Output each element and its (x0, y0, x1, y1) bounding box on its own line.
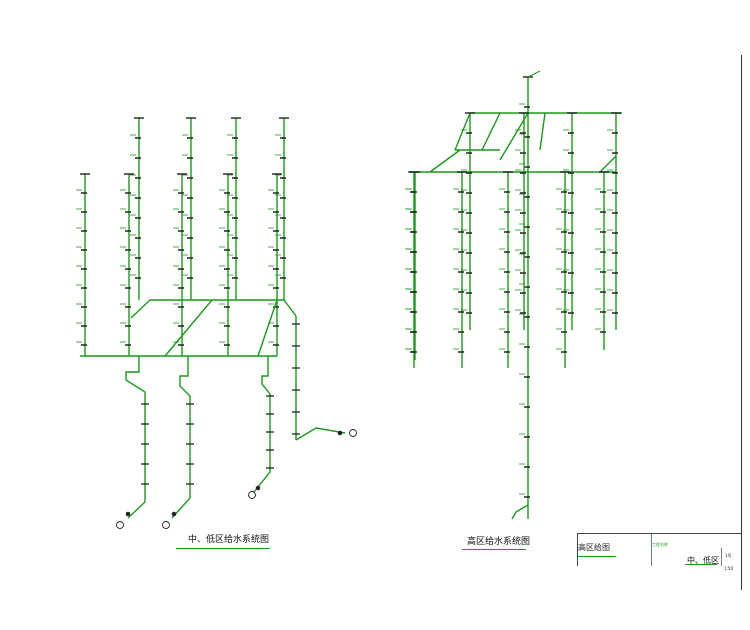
title-block-divider (651, 534, 652, 566)
supply-feeder (253, 356, 271, 493)
water-meter-icon (162, 521, 170, 529)
right-diagram-title: 高区给水系统图 (467, 537, 531, 547)
roof-manifold (481, 112, 501, 151)
main-diagonal (257, 299, 278, 357)
sheet-border (741, 55, 742, 590)
main-diagonal (130, 299, 151, 319)
mid-manifold (429, 149, 461, 173)
title-block: 高区给图 工程名称 中、低区 1号 1:50 (577, 533, 742, 571)
title-block-divider (721, 548, 722, 566)
water-meter-icon (116, 521, 124, 529)
sheet-title: 中、低区 (687, 556, 719, 565)
roof-manifold (454, 112, 471, 151)
top-vent (527, 70, 541, 78)
drawing-name-underline (578, 556, 616, 557)
main-diagonal (164, 299, 213, 357)
water-meter-icon (349, 429, 357, 437)
left-title-underline (176, 548, 270, 549)
riser-foot (511, 504, 529, 520)
valve-icon (337, 430, 343, 436)
sheet-scale: 1:50 (724, 566, 733, 571)
sheet-title-underline (685, 564, 717, 565)
drawing-name: 高区给图 (578, 543, 610, 552)
sheet-number: 1号 (725, 553, 732, 558)
supply-feeder (171, 356, 191, 519)
left-diagram-title: 中、低区给水系统图 (188, 535, 270, 545)
valve-icon (255, 485, 261, 491)
mid-manifold (599, 155, 617, 173)
right-title-underline (462, 549, 526, 550)
project-name-label: 工程名称 (652, 542, 668, 547)
supply-feeder (125, 356, 146, 519)
water-meter-icon (248, 491, 256, 499)
valve-icon (125, 511, 131, 517)
roof-manifold (539, 112, 546, 151)
supply-feeder (295, 427, 346, 441)
main-connector (283, 299, 297, 317)
valve-icon (171, 511, 177, 517)
